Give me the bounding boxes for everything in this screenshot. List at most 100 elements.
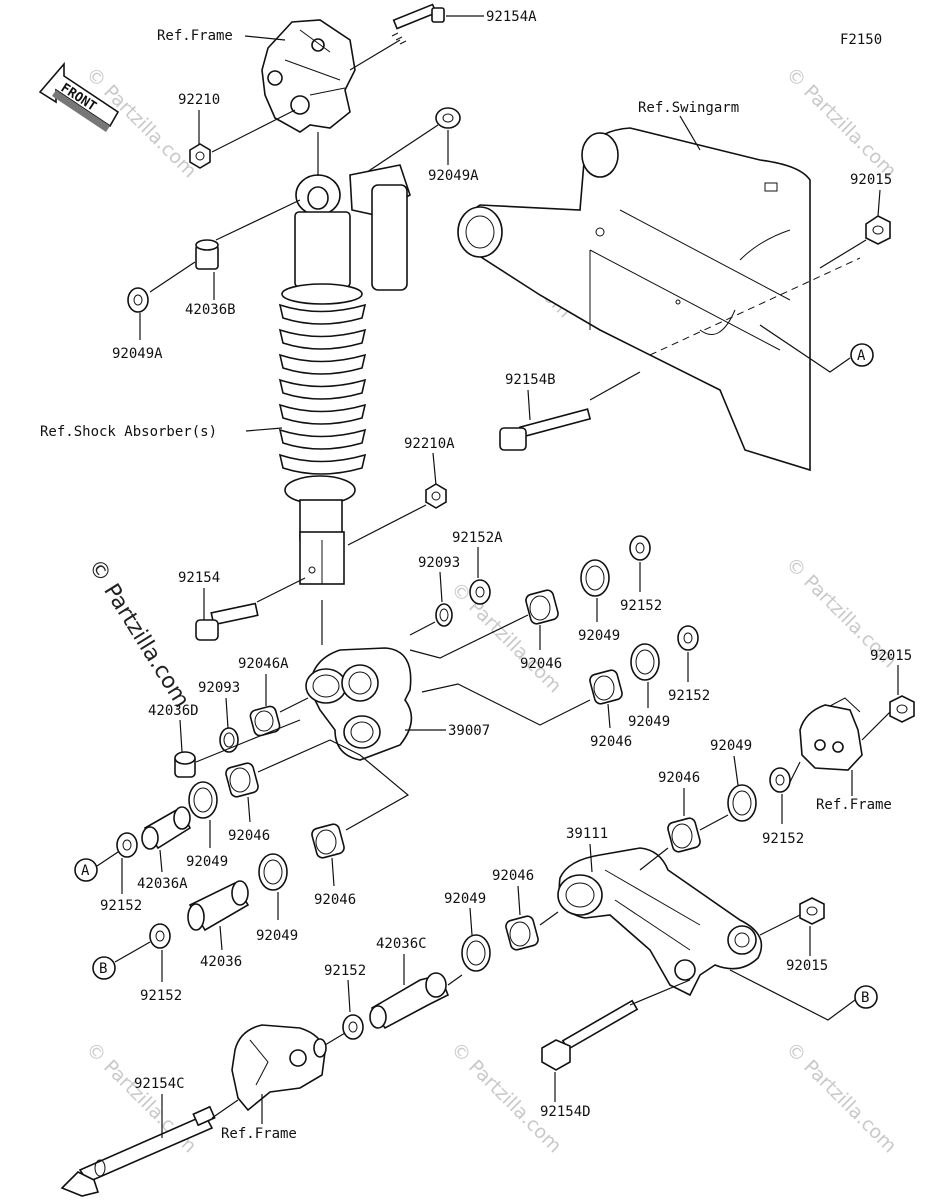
callout-a-left [74, 858, 98, 882]
frame-bracket-bottom [231, 1024, 327, 1112]
part-92152-e: 92152 [140, 988, 182, 1004]
callout-a-swingarm [850, 343, 874, 367]
bearing-92046-f [311, 823, 345, 859]
callout-b-left-label: B [99, 961, 107, 977]
washer-92152-d [116, 832, 138, 858]
part-42036A: 42036A [137, 876, 188, 892]
collar-42036A [141, 806, 192, 850]
part-92015-right: 92015 [870, 648, 912, 664]
callout-a-left-label: A [81, 863, 90, 879]
part-92210A: 92210A [404, 436, 455, 452]
washer-92049A-left [127, 287, 149, 313]
part-92154D: 92154D [540, 1104, 591, 1120]
frame-bracket-right [799, 697, 863, 771]
figure-id: F2150 [840, 32, 882, 48]
part-42036D: 42036D [148, 703, 199, 719]
collar-42036C [369, 972, 450, 1030]
rod-39111 [557, 847, 763, 997]
seal-92049-a [580, 559, 610, 597]
part-92093-mid: 92093 [198, 680, 240, 696]
callout-b-right [854, 985, 878, 1009]
callout-a-label: A [857, 348, 866, 364]
part-42036: 42036 [200, 954, 242, 970]
washer-92152-a [629, 535, 651, 561]
bolt-92154D [541, 999, 639, 1071]
seal-92093-mid [219, 727, 239, 753]
nut-92015-right [889, 695, 915, 723]
part-42036B: 42036B [185, 302, 236, 318]
bearing-92046-d [505, 915, 539, 951]
bearing-92046A [249, 705, 281, 737]
callout-b-left [92, 956, 116, 980]
part-92152-b: 92152 [668, 688, 710, 704]
bearing-92046-b [589, 669, 623, 705]
part-92049-a: 92049 [578, 628, 620, 644]
part-92046-e: 92046 [228, 828, 270, 844]
nut-92210 [189, 143, 211, 169]
nut-92015-bottom [799, 897, 825, 925]
part-92049-b: 92049 [628, 714, 670, 730]
ref-shock-label: Ref.Shock Absorber(s) [40, 424, 217, 440]
bearing-92046-a [525, 589, 559, 625]
link-39007 [305, 647, 413, 761]
seal-92049-c [727, 784, 757, 822]
part-92049-c: 92049 [710, 738, 752, 754]
part-92046-d: 92046 [492, 868, 534, 884]
shock-absorber [278, 164, 411, 585]
part-92152A: 92152A [452, 530, 503, 546]
bolt-92154 [195, 602, 259, 641]
part-92152-c: 92152 [762, 831, 804, 847]
part-92152-d: 92152 [100, 898, 142, 914]
ref-frame-bottom-label: Ref.Frame [221, 1126, 297, 1142]
part-39111: 39111 [566, 826, 608, 842]
collar-42036B [195, 239, 219, 270]
callout-b-right-label: B [861, 990, 869, 1006]
part-92015-top: 92015 [850, 172, 892, 188]
part-92093-top: 92093 [418, 555, 460, 571]
washer-92152A [469, 579, 491, 605]
seal-92049-e [188, 781, 218, 819]
bearing-92046-e [225, 762, 259, 798]
seal-92049-d [461, 934, 491, 972]
part-92046A: 92046A [238, 656, 289, 672]
part-92049A-top: 92049A [428, 168, 479, 184]
seal-92049-f [258, 853, 288, 891]
washer-92049A-top [435, 107, 461, 129]
collar-42036D [174, 751, 196, 778]
part-42036C: 42036C [376, 936, 427, 952]
part-92049A-left: 92049A [112, 346, 163, 362]
part-92210: 92210 [178, 92, 220, 108]
ref-frame-top-label: Ref.Frame [157, 28, 233, 44]
watermark: © Partzilla.com [781, 1038, 900, 1157]
ref-frame-right-label: Ref.Frame [816, 797, 892, 813]
nut-92015-top [865, 215, 891, 245]
part-39007: 39007 [448, 723, 490, 739]
part-92049-e: 92049 [186, 854, 228, 870]
bolt-92154C [60, 1105, 216, 1197]
swingarm [457, 127, 811, 472]
seal-92093-top [435, 603, 453, 627]
frame-bracket-top [261, 19, 356, 133]
bolt-92154A [391, 3, 445, 45]
part-92049-f: 92049 [256, 928, 298, 944]
part-92154C: 92154C [134, 1076, 185, 1092]
washer-92152-b [677, 625, 699, 651]
part-92046-c: 92046 [658, 770, 700, 786]
ref-swingarm-label: Ref.Swingarm [638, 100, 739, 116]
part-92049-d: 92049 [444, 891, 486, 907]
part-92154A: 92154A [486, 9, 537, 25]
nut-92210A [425, 483, 447, 509]
part-92154: 92154 [178, 570, 220, 586]
part-92015-bottom: 92015 [786, 958, 828, 974]
washer-92152-c [769, 767, 791, 793]
seal-92049-b [630, 643, 660, 681]
bearing-92046-c [667, 817, 701, 853]
part-92046-f: 92046 [314, 892, 356, 908]
washer-92152-f [342, 1014, 364, 1040]
part-92046-a: 92046 [520, 656, 562, 672]
part-92152-f: 92152 [324, 963, 366, 979]
collar-42036 [187, 880, 250, 932]
part-92154B: 92154B [505, 372, 556, 388]
part-92152-a: 92152 [620, 598, 662, 614]
